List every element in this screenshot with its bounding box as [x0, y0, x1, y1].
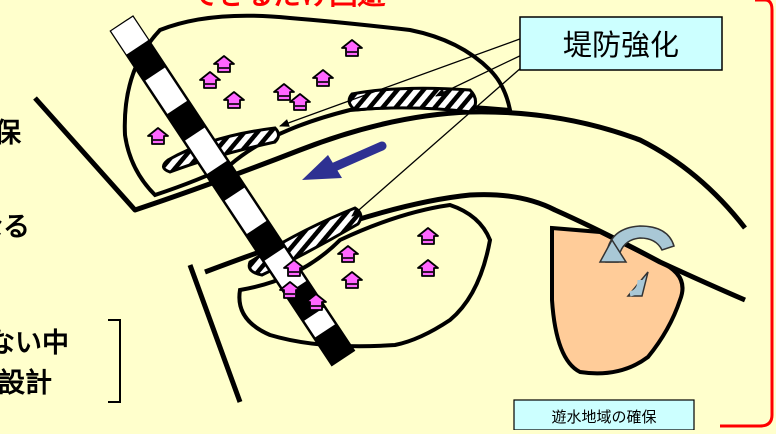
house-icon: [223, 91, 245, 109]
railway-bridge: [109, 15, 356, 367]
levee-segment-right: [347, 86, 477, 114]
swirl-arrow-icon: [598, 225, 675, 297]
house-icon: [213, 55, 235, 73]
house-icon: [341, 39, 363, 57]
side-text-line-1: 保: [0, 118, 22, 149]
side-text-line-3: ない中: [0, 328, 69, 359]
house-icon: [147, 127, 169, 145]
house-icon: [417, 259, 439, 277]
retarding-basin-label-box: [513, 399, 695, 431]
bracket: [108, 319, 121, 403]
house-icon: [289, 93, 311, 111]
side-text-line-4: 設計: [0, 367, 52, 399]
frame-border: [720, 0, 774, 428]
retarding-basin-label: 遊水地域の確保: [551, 408, 656, 426]
house-icon: [273, 83, 295, 101]
side-text-line-2: なる: [0, 212, 30, 243]
river-bank-left: [187, 264, 243, 403]
callout-lines: [279, 35, 531, 217]
retarding-basin: [550, 225, 685, 376]
levee-label: 堤防強化: [563, 28, 679, 62]
house-icon: [417, 227, 439, 245]
header-text: できるだけ回避: [190, 0, 385, 11]
lower-settlement-zone: [237, 202, 493, 349]
levee-label-box: [519, 16, 723, 71]
house-icon: [199, 71, 221, 89]
house-icon: [312, 69, 334, 87]
house-icon: [341, 271, 363, 289]
flow-direction-arrow: [302, 141, 387, 180]
house-icon: [337, 245, 359, 263]
